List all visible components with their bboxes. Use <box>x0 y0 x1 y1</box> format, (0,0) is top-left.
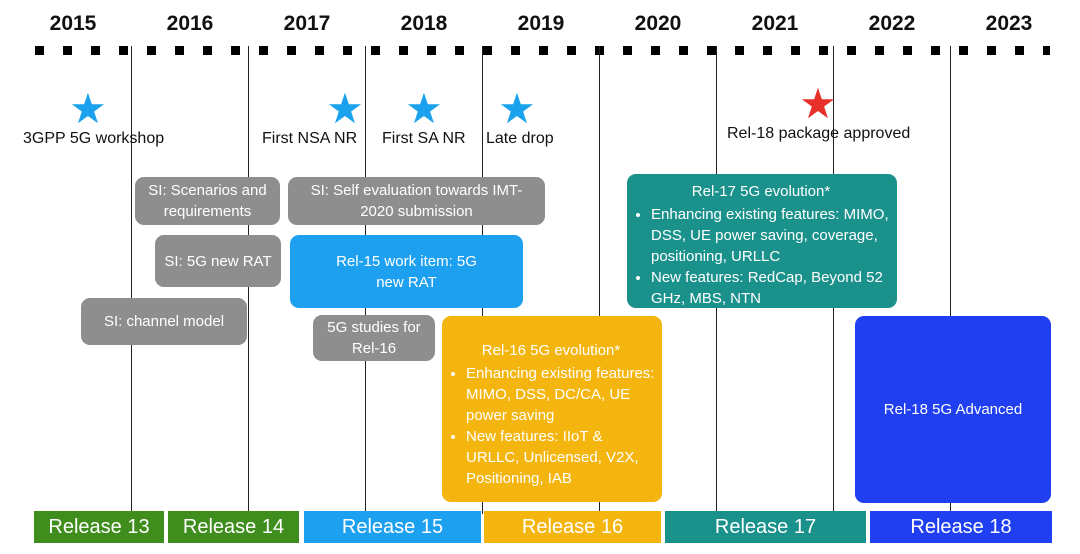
year-divider <box>599 46 600 514</box>
milestone-label-first-sa: First SA NR <box>382 130 466 147</box>
release-18-bar: Release 18 <box>870 511 1052 543</box>
release-15-bar: Release 15 <box>304 511 481 543</box>
star-icon: ★ <box>405 85 443 132</box>
year-divider <box>131 46 132 514</box>
star-icon: ★ <box>799 80 837 127</box>
milestone-label-rel18-approved: Rel-18 package approved <box>727 125 911 142</box>
year-label-2017: 2017 <box>283 12 331 35</box>
rel17-evolution-box: Rel-17 5G evolution* Enhancing existing … <box>627 174 897 308</box>
rel16-evolution-box: Rel-16 5G evolution* Enhancing existing … <box>442 316 662 502</box>
list-item: New features: IIoT & URLLC, Unlicensed, … <box>466 426 656 489</box>
si-channel-model-box: SI: channel model <box>81 298 247 345</box>
timeline-dotted-line <box>35 46 1050 55</box>
milestone-label-first-nsa: First NSA NR <box>262 130 358 147</box>
rel16-feature-list: Enhancing existing features: MIMO, DSS, … <box>446 363 656 489</box>
year-label-2023: 2023 <box>985 12 1033 35</box>
list-item: Enhancing existing features: MIMO, DSS, … <box>466 363 656 426</box>
year-label-2021: 2021 <box>751 12 799 35</box>
year-label-2019: 2019 <box>517 12 565 35</box>
si-5g-studies-rel16-box: 5G studies for Rel-16 <box>313 315 435 361</box>
year-label-2022: 2022 <box>868 12 916 35</box>
list-item: New features: RedCap, Beyond 52 GHz, MBS… <box>651 267 891 309</box>
rel15-work-item-box: Rel-15 work item: 5G new RAT <box>290 235 523 308</box>
si-self-evaluation-box: SI: Self evaluation towards IMT-2020 sub… <box>288 177 545 225</box>
si-new-rat-box: SI: 5G new RAT <box>155 235 281 287</box>
year-label-2018: 2018 <box>400 12 448 35</box>
rel16-box-title: Rel-16 5G evolution* <box>481 342 621 359</box>
year-divider <box>950 46 951 514</box>
si-scenarios-box: SI: Scenarios and requirements <box>135 177 280 225</box>
list-item: Enhancing existing features: MIMO, DSS, … <box>651 204 891 267</box>
year-label-2016: 2016 <box>166 12 214 35</box>
rel17-feature-list: Enhancing existing features: MIMO, DSS, … <box>631 204 891 309</box>
year-label-2020: 2020 <box>634 12 682 35</box>
star-icon: ★ <box>69 85 107 132</box>
year-label-2015: 2015 <box>49 12 97 35</box>
rel18-5g-advanced-box: Rel-18 5G Advanced <box>855 316 1051 503</box>
release-14-bar: Release 14 <box>168 511 299 543</box>
release-16-bar: Release 16 <box>484 511 661 543</box>
release-13-bar: Release 13 <box>34 511 164 543</box>
milestone-label-workshop: 3GPP 5G workshop <box>23 130 165 147</box>
milestone-label-late-drop: Late drop <box>486 130 554 147</box>
star-icon: ★ <box>498 85 536 132</box>
rel17-box-title: Rel-17 5G evolution* <box>691 183 831 200</box>
release-17-bar: Release 17 <box>665 511 866 543</box>
star-icon: ★ <box>326 85 364 132</box>
